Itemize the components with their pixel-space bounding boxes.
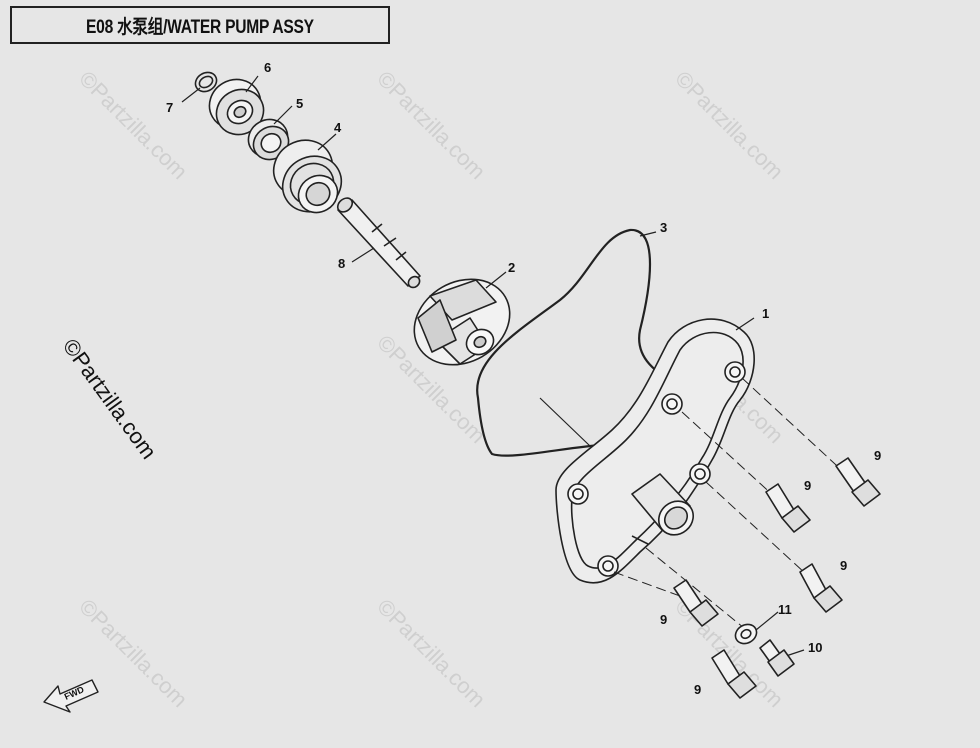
callout-5: 5 bbox=[296, 96, 303, 111]
callout-1: 1 bbox=[762, 306, 769, 321]
oil-seal-part[interactable] bbox=[242, 112, 295, 165]
callout-9: 9 bbox=[840, 558, 847, 573]
callout-8: 8 bbox=[338, 256, 345, 271]
drain-bolt-part[interactable] bbox=[759, 639, 795, 677]
centerlines bbox=[613, 377, 849, 629]
forward-arrow-icon bbox=[43, 679, 99, 713]
callout-9: 9 bbox=[804, 478, 811, 493]
callout-9: 9 bbox=[874, 448, 881, 463]
mechanical-seal-part[interactable] bbox=[264, 130, 352, 223]
bolt-part[interactable] bbox=[799, 563, 843, 613]
callout-4: 4 bbox=[334, 120, 342, 135]
bolt-part[interactable] bbox=[673, 579, 719, 627]
impeller-part[interactable] bbox=[399, 262, 526, 381]
circlip-part[interactable] bbox=[192, 69, 220, 96]
callout-10: 10 bbox=[808, 640, 822, 655]
diagram-title-box: E08 水泵组/WATER PUMP ASSY bbox=[10, 6, 390, 44]
gasket-oring-part[interactable] bbox=[476, 228, 705, 457]
callout-9: 9 bbox=[660, 612, 667, 627]
callout-11: 11 bbox=[778, 602, 792, 617]
callout-9: 9 bbox=[694, 682, 701, 697]
diagram-title: E08 水泵组/WATER PUMP ASSY bbox=[86, 16, 314, 38]
pump-cover-part[interactable] bbox=[555, 318, 755, 584]
callout-2: 2 bbox=[508, 260, 515, 275]
leader-lines bbox=[181, 75, 805, 657]
callout-3: 3 bbox=[660, 220, 667, 235]
washer-part[interactable] bbox=[732, 621, 760, 648]
bolt-part[interactable] bbox=[711, 649, 757, 699]
callout-6: 6 bbox=[264, 60, 271, 75]
bearing-part[interactable] bbox=[200, 70, 271, 143]
pump-shaft-part[interactable] bbox=[335, 195, 422, 289]
bolt-part[interactable] bbox=[835, 457, 881, 507]
callout-7: 7 bbox=[166, 100, 173, 115]
bolt-part[interactable] bbox=[765, 483, 811, 533]
